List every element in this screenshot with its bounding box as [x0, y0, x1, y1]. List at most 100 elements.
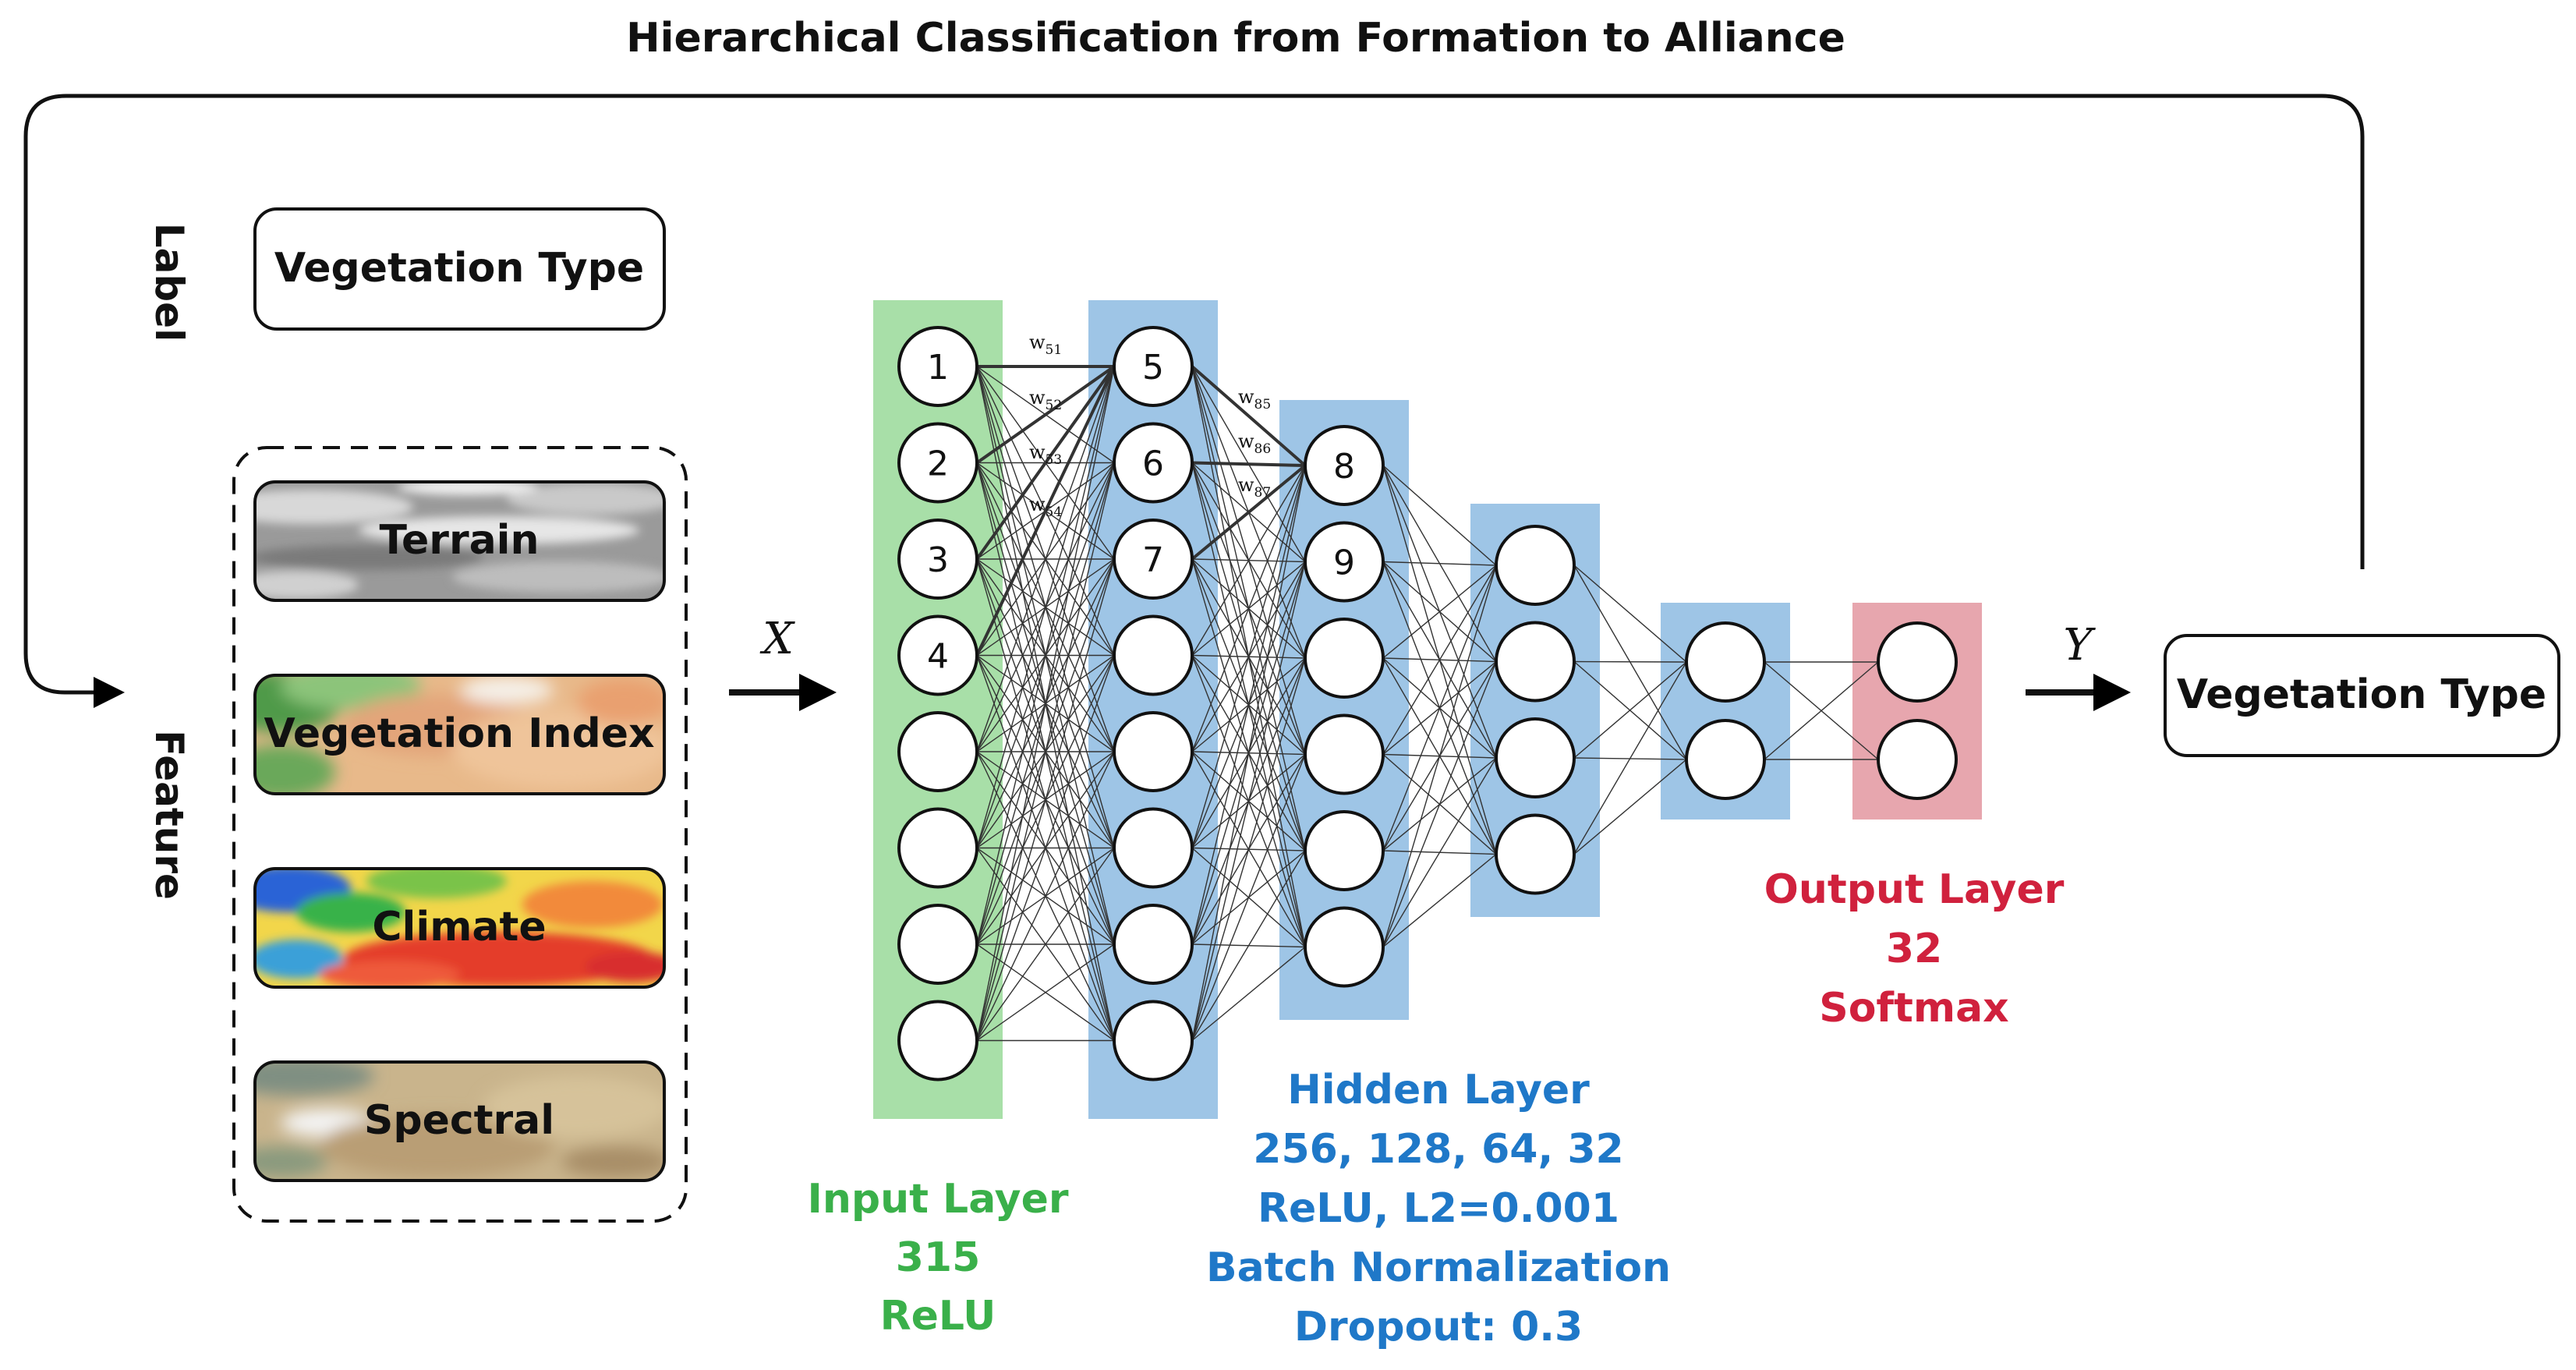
label-box-text: Vegetation Type	[274, 245, 644, 292]
connection-edge	[1191, 657, 1306, 1041]
connection-edge	[976, 462, 1115, 1041]
node-number: 8	[1333, 447, 1355, 487]
label-side-text: Label	[147, 223, 192, 342]
output-box-text: Vegetation Type	[2177, 671, 2546, 718]
connection-edge	[1191, 465, 1306, 656]
hidden4-node	[1685, 621, 1766, 703]
network-connections	[975, 365, 1879, 1042]
output-layer-caption: Output Layer 32 Softmax	[1764, 866, 2065, 1032]
connection-edge	[1382, 565, 1497, 851]
hidden-layer-dropout: Dropout: 0.3	[1294, 1304, 1583, 1351]
hidden3-node	[1495, 621, 1576, 703]
connection-edge	[976, 943, 1115, 1042]
connection-edge	[1573, 661, 1687, 855]
climate-label: Climate	[372, 904, 546, 951]
connection-edge	[976, 848, 1115, 1041]
feedback-loop-arrow	[23, 94, 2365, 708]
hidden2-node	[1304, 618, 1385, 699]
hidden1-node: 7	[1113, 519, 1194, 600]
climate-tile: Climate	[253, 867, 666, 989]
connection-edge	[1382, 853, 1497, 948]
input-node	[897, 904, 978, 985]
node-number: 6	[1142, 444, 1164, 484]
weighted-edge	[975, 366, 1116, 657]
terrain-label: Terrain	[379, 517, 539, 564]
output-node	[1877, 621, 1958, 703]
hidden1-node: 5	[1113, 326, 1194, 407]
connection-edge	[1191, 465, 1306, 1041]
hidden1-node	[1113, 711, 1194, 792]
feature-side-text: Feature	[147, 730, 192, 900]
connection-edge	[976, 655, 1115, 1041]
hidden-layer-norm: Batch Normalization	[1206, 1244, 1671, 1291]
output-layer-title: Output Layer	[1764, 866, 2065, 913]
input-layer-title: Input Layer	[807, 1176, 1068, 1223]
connection-edge	[1764, 661, 1879, 760]
connection-edge	[1573, 661, 1687, 759]
connection-edge	[1382, 565, 1497, 659]
connection-edge	[1573, 565, 1687, 663]
input-layer-caption: Input Layer 315 ReLU	[807, 1176, 1068, 1340]
hidden1-node	[1113, 807, 1194, 889]
connection-edge	[976, 366, 1115, 848]
hidden-layer-caption: Hidden Layer 256, 128, 64, 32 ReLU, L2=0…	[1206, 1067, 1671, 1351]
node-number: 5	[1142, 348, 1164, 388]
connection-edge	[1382, 565, 1497, 947]
node-number: 4	[927, 637, 949, 677]
connection-edge	[1191, 465, 1306, 848]
node-number: 7	[1142, 540, 1164, 580]
weight-label-to-node5: w54	[1029, 494, 1062, 520]
node-number: 2	[927, 444, 949, 484]
input-node	[897, 711, 978, 792]
hidden1-node	[1113, 904, 1194, 985]
hidden3-node	[1495, 717, 1576, 798]
connection-edge	[1382, 757, 1497, 947]
input-symbol-x: X	[759, 614, 795, 664]
input-node: 3	[897, 519, 978, 600]
hidden3-node	[1495, 813, 1576, 895]
input-node	[897, 1000, 978, 1081]
connection-edge	[1573, 660, 1687, 663]
network-nodes: 1 2 3 4 5 6 7 8 9	[897, 326, 1958, 1081]
hidden1-node: 6	[1113, 422, 1194, 504]
connection-edge	[976, 366, 1115, 945]
node-number: 1	[927, 348, 949, 388]
weighted-edge	[975, 365, 1116, 561]
weighted-edge	[1191, 464, 1307, 561]
input-layer-size: 315	[896, 1234, 981, 1281]
terrain-tile: Terrain	[253, 480, 666, 602]
weighted-edge	[1191, 365, 1307, 467]
hidden2-node	[1304, 810, 1385, 891]
connection-edge	[1573, 759, 1687, 855]
vegetation-index-label: Vegetation Index	[264, 710, 654, 757]
output-node	[1877, 719, 1958, 800]
connection-edge	[1382, 565, 1497, 755]
hidden-layer-activation: ReLU, L2=0.001	[1258, 1185, 1619, 1232]
connection-edge	[1382, 661, 1497, 947]
hidden2-node: 9	[1304, 521, 1385, 603]
hidden1-node	[1113, 614, 1194, 696]
node-number: 9	[1333, 543, 1355, 583]
spectral-label: Spectral	[364, 1097, 554, 1144]
connection-edge	[1191, 850, 1306, 1041]
weight-label-to-node8: w86	[1238, 430, 1271, 457]
connection-edge	[1382, 465, 1497, 566]
vegetation-index-tile: Vegetation Index	[253, 674, 666, 795]
hidden3-node	[1495, 525, 1576, 606]
feature-group-container	[232, 446, 688, 1223]
connection-edge	[976, 751, 1115, 1041]
hidden1-node	[1113, 1000, 1194, 1081]
output-layer-size: 32	[1886, 926, 1942, 972]
input-node: 4	[897, 614, 978, 696]
input-node	[897, 807, 978, 889]
weight-label-to-node8: w85	[1238, 386, 1271, 412]
diagram-title: Hierarchical Classification from Formati…	[626, 15, 1845, 62]
output-box: Vegetation Type	[2164, 634, 2560, 757]
hidden4-node	[1685, 719, 1766, 800]
label-box: Vegetation Type	[253, 207, 666, 331]
weighted-edge	[975, 365, 1116, 465]
connection-edge	[1191, 561, 1306, 1041]
hidden2-node	[1304, 906, 1385, 988]
input-node: 1	[897, 326, 978, 407]
connection-edge	[976, 366, 1115, 1041]
